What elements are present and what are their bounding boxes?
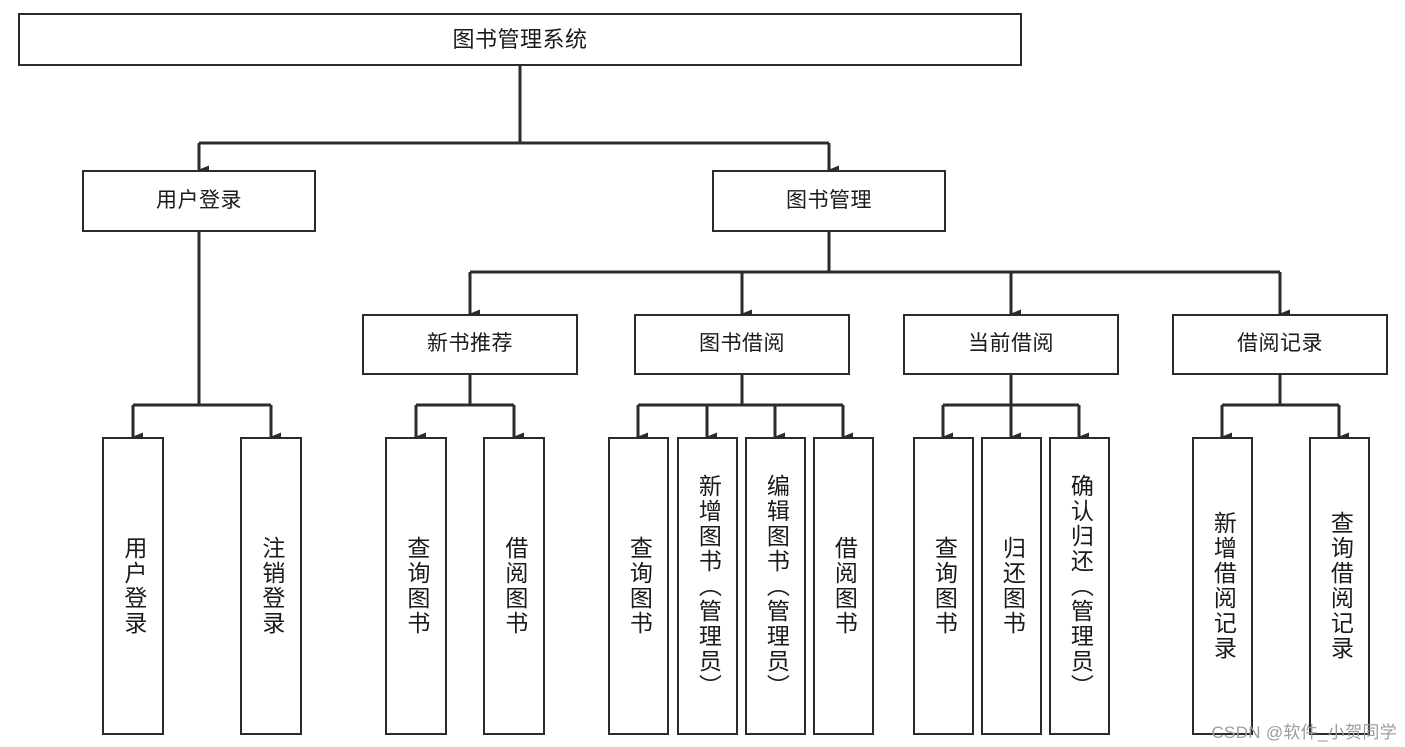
node-label: 当前借阅 <box>968 332 1054 356</box>
node-label: 新增借阅记录 <box>1210 511 1237 661</box>
node-label: 图书管理 <box>786 188 872 212</box>
node-label: 确认归还（管理员） <box>1067 473 1094 699</box>
node-current-borrow[interactable]: 当前借阅 <box>903 314 1119 375</box>
node-label: 新书推荐 <box>427 332 513 356</box>
node-leaf-return-book[interactable]: 归还图书 <box>981 437 1042 735</box>
node-leaf-add-book[interactable]: 新增图书（管理员） <box>677 437 738 735</box>
node-leaf-edit-book[interactable]: 编辑图书（管理员） <box>745 437 806 735</box>
node-label: 查询图书 <box>403 536 430 636</box>
node-leaf-query-book[interactable]: 查询图书 <box>608 437 669 735</box>
node-label: 新增图书（管理员） <box>695 473 722 699</box>
node-leaf-user-login[interactable]: 用户登录 <box>102 437 164 735</box>
node-label: 查询图书 <box>931 536 958 636</box>
node-label: 图书借阅 <box>699 332 785 356</box>
node-leaf-add-record[interactable]: 新增借阅记录 <box>1192 437 1253 735</box>
node-label: 借阅图书 <box>831 536 858 636</box>
node-label: 借阅记录 <box>1237 332 1323 356</box>
node-user-login[interactable]: 用户登录 <box>82 170 316 232</box>
node-leaf-borrow-book-rec[interactable]: 借阅图书 <box>483 437 545 735</box>
node-label: 图书管理系统 <box>452 26 588 52</box>
node-book-manage[interactable]: 图书管理 <box>712 170 946 232</box>
node-label: 查询借阅记录 <box>1327 511 1354 661</box>
node-book-borrow[interactable]: 图书借阅 <box>634 314 850 375</box>
node-new-book-rec[interactable]: 新书推荐 <box>362 314 578 375</box>
node-label: 借阅图书 <box>501 536 528 636</box>
node-root-system[interactable]: 图书管理系统 <box>18 13 1022 66</box>
node-leaf-confirm-return[interactable]: 确认归还（管理员） <box>1049 437 1110 735</box>
node-leaf-query-book-rec[interactable]: 查询图书 <box>385 437 447 735</box>
node-leaf-logout[interactable]: 注销登录 <box>240 437 302 735</box>
node-label: 查询图书 <box>626 536 653 636</box>
node-leaf-query-book-current[interactable]: 查询图书 <box>913 437 974 735</box>
node-leaf-borrow-book[interactable]: 借阅图书 <box>813 437 874 735</box>
node-label: 归还图书 <box>999 536 1026 636</box>
watermark-text: CSDN @软件_小贺同学 <box>1211 723 1397 742</box>
node-label: 注销登录 <box>258 536 285 636</box>
node-label: 编辑图书（管理员） <box>763 473 790 699</box>
node-borrow-record[interactable]: 借阅记录 <box>1172 314 1388 375</box>
node-label: 用户登录 <box>120 536 147 636</box>
node-label: 用户登录 <box>156 188 242 212</box>
node-leaf-query-record[interactable]: 查询借阅记录 <box>1309 437 1370 735</box>
